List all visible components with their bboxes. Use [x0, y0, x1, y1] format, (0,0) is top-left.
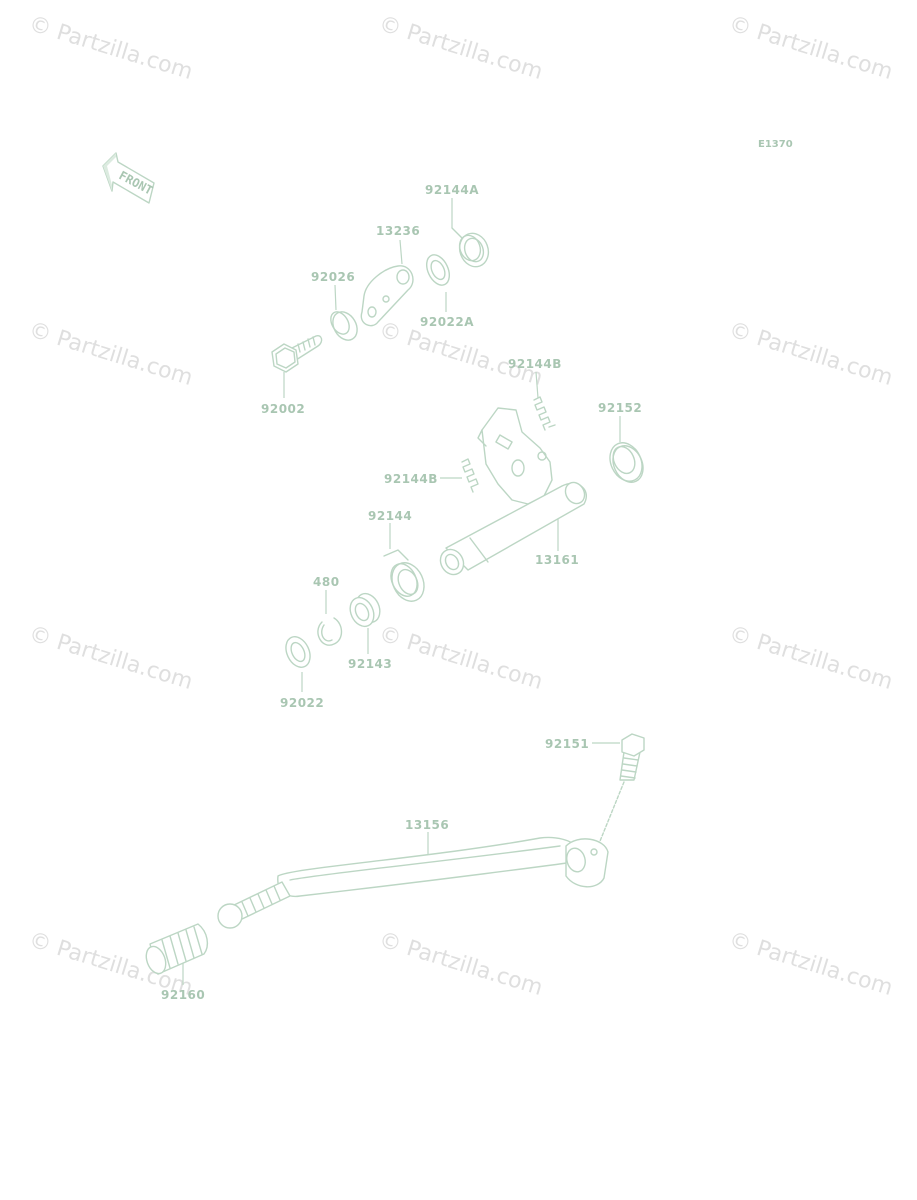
- part-label[interactable]: 13156: [405, 818, 449, 832]
- bolt-92002-icon: [271, 334, 323, 373]
- watermark-text: © Partzilla.com: [726, 927, 896, 1001]
- collar-92143-icon: [349, 592, 381, 628]
- watermark-text: © Partzilla.com: [26, 621, 196, 695]
- part-label[interactable]: 92002: [261, 402, 305, 416]
- bolt-92151-icon: [597, 733, 645, 847]
- circlip-480-icon: [317, 617, 343, 646]
- watermark-text: © Partzilla.com: [26, 317, 196, 391]
- part-label[interactable]: 92160: [161, 988, 205, 1002]
- part-labels: 92144A 13236 92026 92022A 92002 92144B 9…: [161, 183, 642, 1002]
- front-arrow-icon: FRONT: [102, 152, 155, 204]
- part-label[interactable]: 92151: [545, 737, 589, 751]
- watermark-text: © Partzilla.com: [726, 317, 896, 391]
- oil-seal-92152-icon: [609, 442, 644, 483]
- part-label[interactable]: 92152: [598, 401, 642, 415]
- watermark-text: © Partzilla.com: [726, 11, 896, 85]
- washer-92022-icon: [285, 636, 311, 668]
- part-label[interactable]: 92026: [311, 270, 355, 284]
- watermark-text: © Partzilla.com: [376, 927, 546, 1001]
- torsion-spring-92144-icon: [383, 549, 425, 602]
- collar-92026-icon: [330, 311, 358, 341]
- part-label[interactable]: 92144: [368, 509, 412, 523]
- plate-13236-icon: [360, 265, 414, 327]
- spring-92144b-top-icon: [533, 396, 556, 431]
- washer-92022a-icon: [425, 254, 451, 286]
- part-label[interactable]: 13236: [376, 224, 420, 238]
- watermark-text: © Partzilla.com: [376, 11, 546, 85]
- part-label[interactable]: 92144B: [508, 357, 562, 371]
- watermark-text: © Partzilla.com: [26, 11, 196, 85]
- part-label[interactable]: 92144B: [384, 472, 438, 486]
- part-label[interactable]: 92144A: [425, 183, 479, 197]
- part-label[interactable]: 480: [313, 575, 340, 589]
- part-label[interactable]: 92022: [280, 696, 324, 710]
- part-label[interactable]: 13161: [535, 553, 579, 567]
- shift-pedal-13156-icon: [217, 836, 609, 929]
- pedal-rubber-92160-icon: [145, 923, 209, 975]
- spring-92144b-mid-icon: [461, 458, 479, 493]
- watermark-text: © Partzilla.com: [726, 621, 896, 695]
- part-label[interactable]: 92143: [348, 657, 392, 671]
- diagram-code: E1370: [758, 139, 793, 150]
- part-label[interactable]: 92022A: [420, 315, 474, 329]
- shift-shaft-13161-icon: [439, 407, 587, 576]
- watermark-text: © Partzilla.com: [376, 621, 546, 695]
- spring-92144a-icon: [451, 227, 490, 268]
